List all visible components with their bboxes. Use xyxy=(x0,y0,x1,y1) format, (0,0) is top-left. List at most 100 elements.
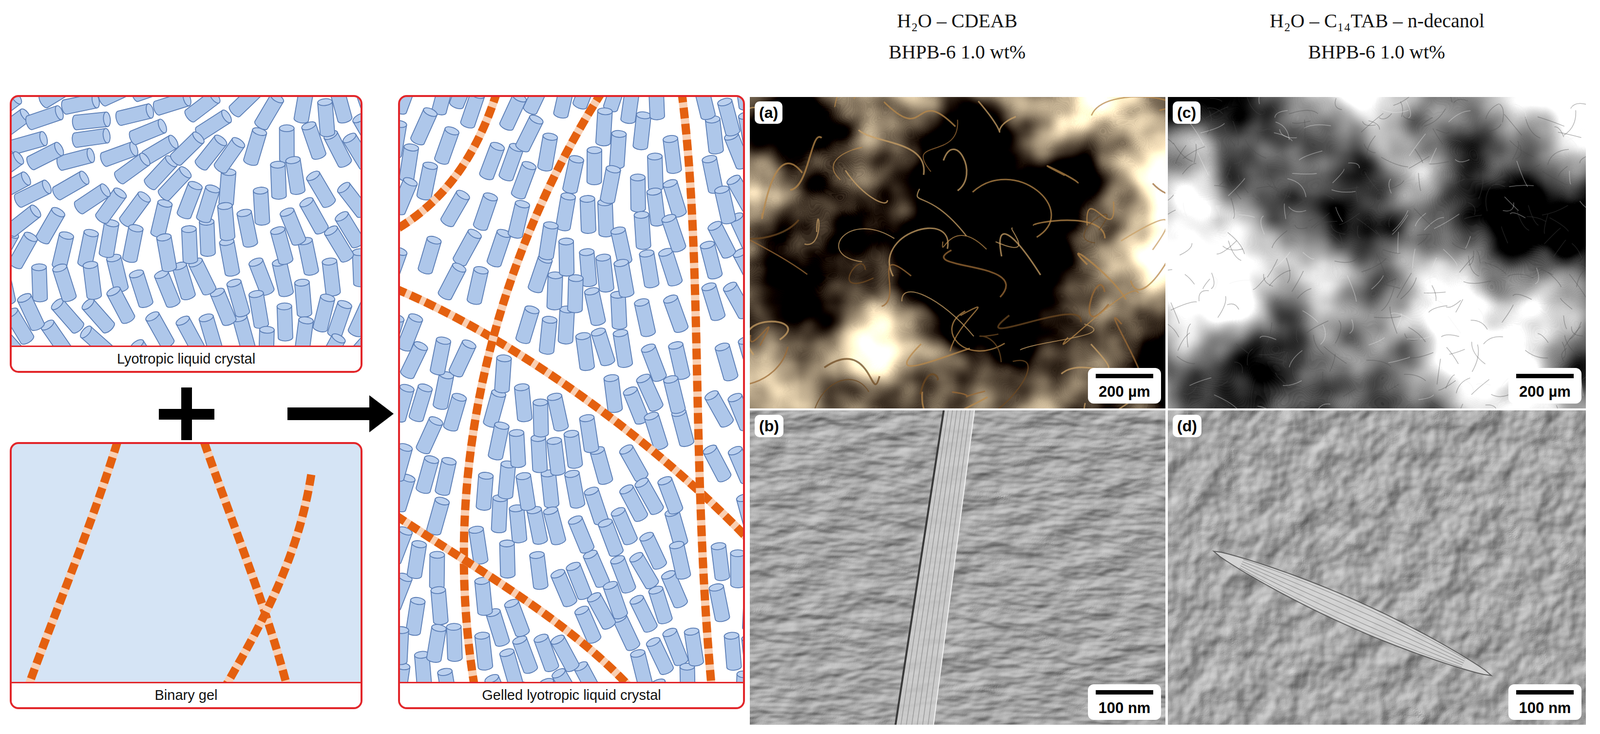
micelle-cylinder xyxy=(474,631,494,671)
gel-fibril xyxy=(1269,270,1291,286)
cylinder-body xyxy=(400,96,418,116)
cylinder-cap xyxy=(542,505,559,516)
cylinder-cap xyxy=(443,125,460,137)
cylinder-body xyxy=(515,475,536,512)
gel-fibril xyxy=(1553,239,1566,257)
gel-fibril xyxy=(1452,194,1456,216)
gel-fiber-strand xyxy=(1086,201,1114,226)
gel-fibril xyxy=(1338,212,1360,225)
gel-fiber-strand xyxy=(761,163,803,219)
micrograph-panel: (c)200 µm xyxy=(1167,96,1586,409)
cylinder-body xyxy=(734,96,743,112)
micelle-cylinder xyxy=(182,96,222,124)
gel-fibril xyxy=(1317,403,1331,409)
gel-fibril xyxy=(1436,358,1441,385)
cylinder-cap xyxy=(660,212,677,225)
gel-fibril xyxy=(1579,153,1586,164)
gel-fibril xyxy=(1219,165,1231,185)
cylinder-cap xyxy=(430,586,446,594)
cylinder-cap xyxy=(629,647,646,659)
gel-fibril xyxy=(1222,246,1243,250)
gel-fibril xyxy=(1211,272,1215,289)
micelle-cylinder xyxy=(400,339,429,381)
gel-fibril xyxy=(1554,126,1564,137)
gel-fibril xyxy=(1429,147,1437,164)
gel-fibril xyxy=(1225,175,1241,200)
gel-fibril xyxy=(1504,114,1522,136)
gel-fibril xyxy=(1253,277,1266,290)
cylinder-cap xyxy=(77,169,91,186)
gel-fiber-strand xyxy=(749,230,808,275)
cylinder-body xyxy=(218,171,236,208)
cylinder-cap xyxy=(613,258,629,268)
cylinder-cap xyxy=(514,199,531,210)
gel-fibril xyxy=(1331,189,1356,192)
cylinder-cap xyxy=(128,223,144,233)
gel-fibril xyxy=(1287,178,1307,198)
gel-fibril xyxy=(1429,257,1437,284)
cylinder-cap xyxy=(276,302,292,310)
gel-fiber-strand xyxy=(1033,220,1105,239)
gel-fibril xyxy=(1214,277,1218,290)
micelle-cylinder xyxy=(218,168,237,208)
cylinder-cap xyxy=(546,436,563,446)
gel-fibril xyxy=(1238,214,1256,218)
gel-fiber-strand xyxy=(858,130,924,175)
gel-fibril xyxy=(1179,243,1192,256)
gel-fibril xyxy=(1563,110,1577,135)
gel-fiber-strand xyxy=(979,334,1002,363)
arrow-shaft xyxy=(287,407,371,420)
cylinder-cap xyxy=(400,441,414,453)
gel-fibril xyxy=(1463,379,1474,391)
gel-fibril xyxy=(1393,96,1413,106)
cylinder-body xyxy=(497,463,516,499)
gel-fibril xyxy=(1289,350,1303,367)
micelle-cylinder xyxy=(474,576,493,616)
micelle-cylinder xyxy=(599,164,622,205)
gel-fibril xyxy=(1535,407,1542,409)
cylinder-cap xyxy=(478,471,494,480)
scale-bar-box: 100 nm xyxy=(1087,684,1162,720)
gel-fibril xyxy=(1465,235,1471,248)
gel-fibril xyxy=(1384,278,1397,285)
cylinder-cap xyxy=(612,328,629,338)
fiber-core xyxy=(463,96,603,707)
gel-fibril xyxy=(1304,124,1332,129)
cylinder-body xyxy=(227,96,263,119)
micelle-cylinder xyxy=(298,195,330,236)
gel-fibril xyxy=(1448,110,1471,122)
gel-fiber-strand xyxy=(972,179,1052,238)
cylinder-cap xyxy=(435,335,452,346)
gel-fiber-strand xyxy=(849,263,874,284)
cylinder-cap xyxy=(207,96,222,105)
gel-fibril xyxy=(1459,403,1464,409)
gel-fibril xyxy=(1247,348,1253,366)
micelle-cylinder xyxy=(218,237,241,278)
micelle-cylinder xyxy=(433,125,460,167)
cylinder-cap xyxy=(400,119,408,129)
gel-fibril xyxy=(1276,394,1288,407)
micelle-cylinder xyxy=(217,201,236,241)
cylinder-body xyxy=(547,439,567,477)
cylinder-cap xyxy=(190,130,207,146)
gel-fibril xyxy=(1373,316,1402,318)
cylinder-body xyxy=(647,156,664,192)
fiber-bundle xyxy=(895,410,975,725)
micelle-cylinder xyxy=(723,130,743,172)
cylinder-body xyxy=(575,335,595,372)
gel-fibril xyxy=(1499,104,1504,123)
micelle-cylinder xyxy=(434,456,458,497)
gel-fibril xyxy=(1561,348,1567,362)
micelle-cylinder xyxy=(708,582,731,623)
micelle-cylinder xyxy=(322,257,342,297)
micelle-cylinder xyxy=(579,194,596,234)
gel-fiber-strand xyxy=(1047,166,1079,184)
cylinder-cap xyxy=(407,311,424,324)
micelle-cylinder xyxy=(603,373,624,414)
gel-fibril xyxy=(1233,120,1239,146)
gel-fibril xyxy=(1569,273,1586,298)
cylinder-cap xyxy=(509,429,525,438)
gel-fibril xyxy=(1228,240,1241,261)
gel-fibril xyxy=(1491,184,1505,187)
cylinder-cap xyxy=(144,102,155,119)
